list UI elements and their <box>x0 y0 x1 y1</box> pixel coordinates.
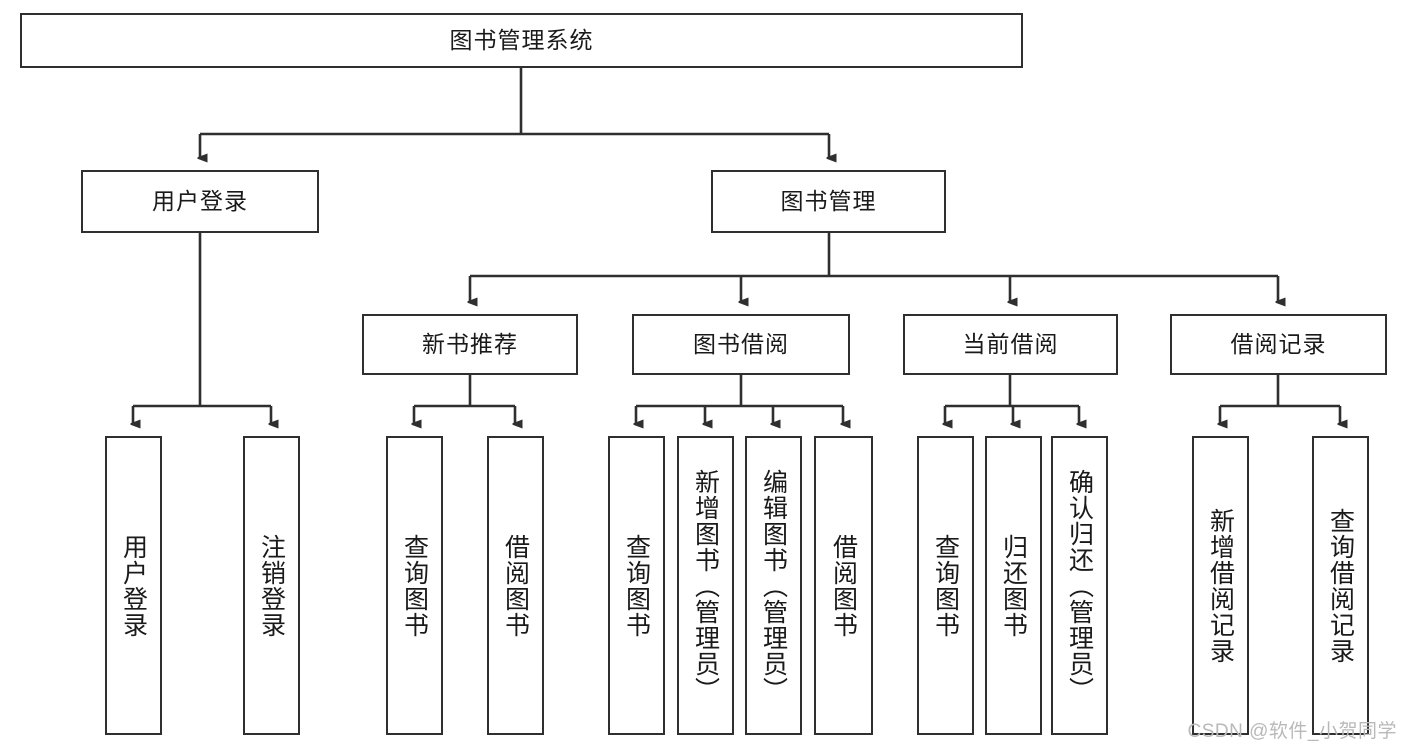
node-leaf-edit-book-admin[interactable]: 编辑图书（管理员） <box>745 436 802 735</box>
node-leaf-add-borrow-record[interactable]: 新增借阅记录 <box>1192 436 1249 735</box>
node-leaf-user-login-label: 用户登录 <box>119 533 148 638</box>
node-book-borrow-label: 图书借阅 <box>693 330 789 357</box>
node-user-login-label: 用户登录 <box>152 187 248 214</box>
node-new-book-recommend-label: 新书推荐 <box>422 330 518 357</box>
node-leaf-add-book-admin[interactable]: 新增图书（管理员） <box>677 436 734 735</box>
node-leaf-add-book-admin-label: 新增图书（管理员） <box>691 468 720 703</box>
node-leaf-query-borrow-record[interactable]: 查询借阅记录 <box>1312 436 1369 735</box>
node-root-label: 图书管理系统 <box>449 26 594 53</box>
node-book-borrow[interactable]: 图书借阅 <box>632 314 850 375</box>
node-book-manage[interactable]: 图书管理 <box>711 170 946 233</box>
node-leaf-query-book-bb[interactable]: 查询图书 <box>608 436 665 735</box>
node-leaf-logout-login[interactable]: 注销登录 <box>243 436 300 735</box>
node-leaf-user-login[interactable]: 用户登录 <box>105 436 162 735</box>
node-leaf-edit-book-admin-label: 编辑图书（管理员） <box>759 468 788 703</box>
node-leaf-query-book-rec-label: 查询图书 <box>400 533 429 638</box>
node-current-borrow[interactable]: 当前借阅 <box>903 314 1118 375</box>
node-root[interactable]: 图书管理系统 <box>20 13 1023 68</box>
node-leaf-borrow-book-bb[interactable]: 借阅图书 <box>814 436 873 735</box>
node-leaf-confirm-return-admin[interactable]: 确认归还（管理员） <box>1051 436 1108 735</box>
node-leaf-borrow-book-rec-label: 借阅图书 <box>501 533 530 638</box>
node-leaf-add-borrow-record-label: 新增借阅记录 <box>1206 507 1235 664</box>
node-leaf-query-book-bb-label: 查询图书 <box>622 533 651 638</box>
node-leaf-borrow-book-bb-label: 借阅图书 <box>829 533 858 638</box>
node-leaf-confirm-return-admin-label: 确认归还（管理员） <box>1065 468 1094 703</box>
node-leaf-return-book-label: 归还图书 <box>999 533 1028 638</box>
node-leaf-logout-login-label: 注销登录 <box>257 533 286 638</box>
watermark-text: CSDN @软件_小贺同学 <box>1187 721 1397 742</box>
node-leaf-query-book-cb-label: 查询图书 <box>931 533 960 638</box>
node-leaf-query-book-rec[interactable]: 查询图书 <box>386 436 443 735</box>
node-leaf-query-borrow-record-label: 查询借阅记录 <box>1326 507 1355 664</box>
node-leaf-return-book[interactable]: 归还图书 <box>985 436 1042 735</box>
node-leaf-borrow-book-rec[interactable]: 借阅图书 <box>487 436 544 735</box>
node-borrow-record-label: 借阅记录 <box>1230 330 1327 357</box>
node-book-manage-label: 图书管理 <box>780 187 877 214</box>
node-new-book-recommend[interactable]: 新书推荐 <box>362 314 578 375</box>
node-user-login[interactable]: 用户登录 <box>81 170 319 233</box>
node-borrow-record[interactable]: 借阅记录 <box>1170 314 1387 375</box>
node-leaf-query-book-cb[interactable]: 查询图书 <box>917 436 974 735</box>
node-current-borrow-label: 当前借阅 <box>962 330 1059 357</box>
